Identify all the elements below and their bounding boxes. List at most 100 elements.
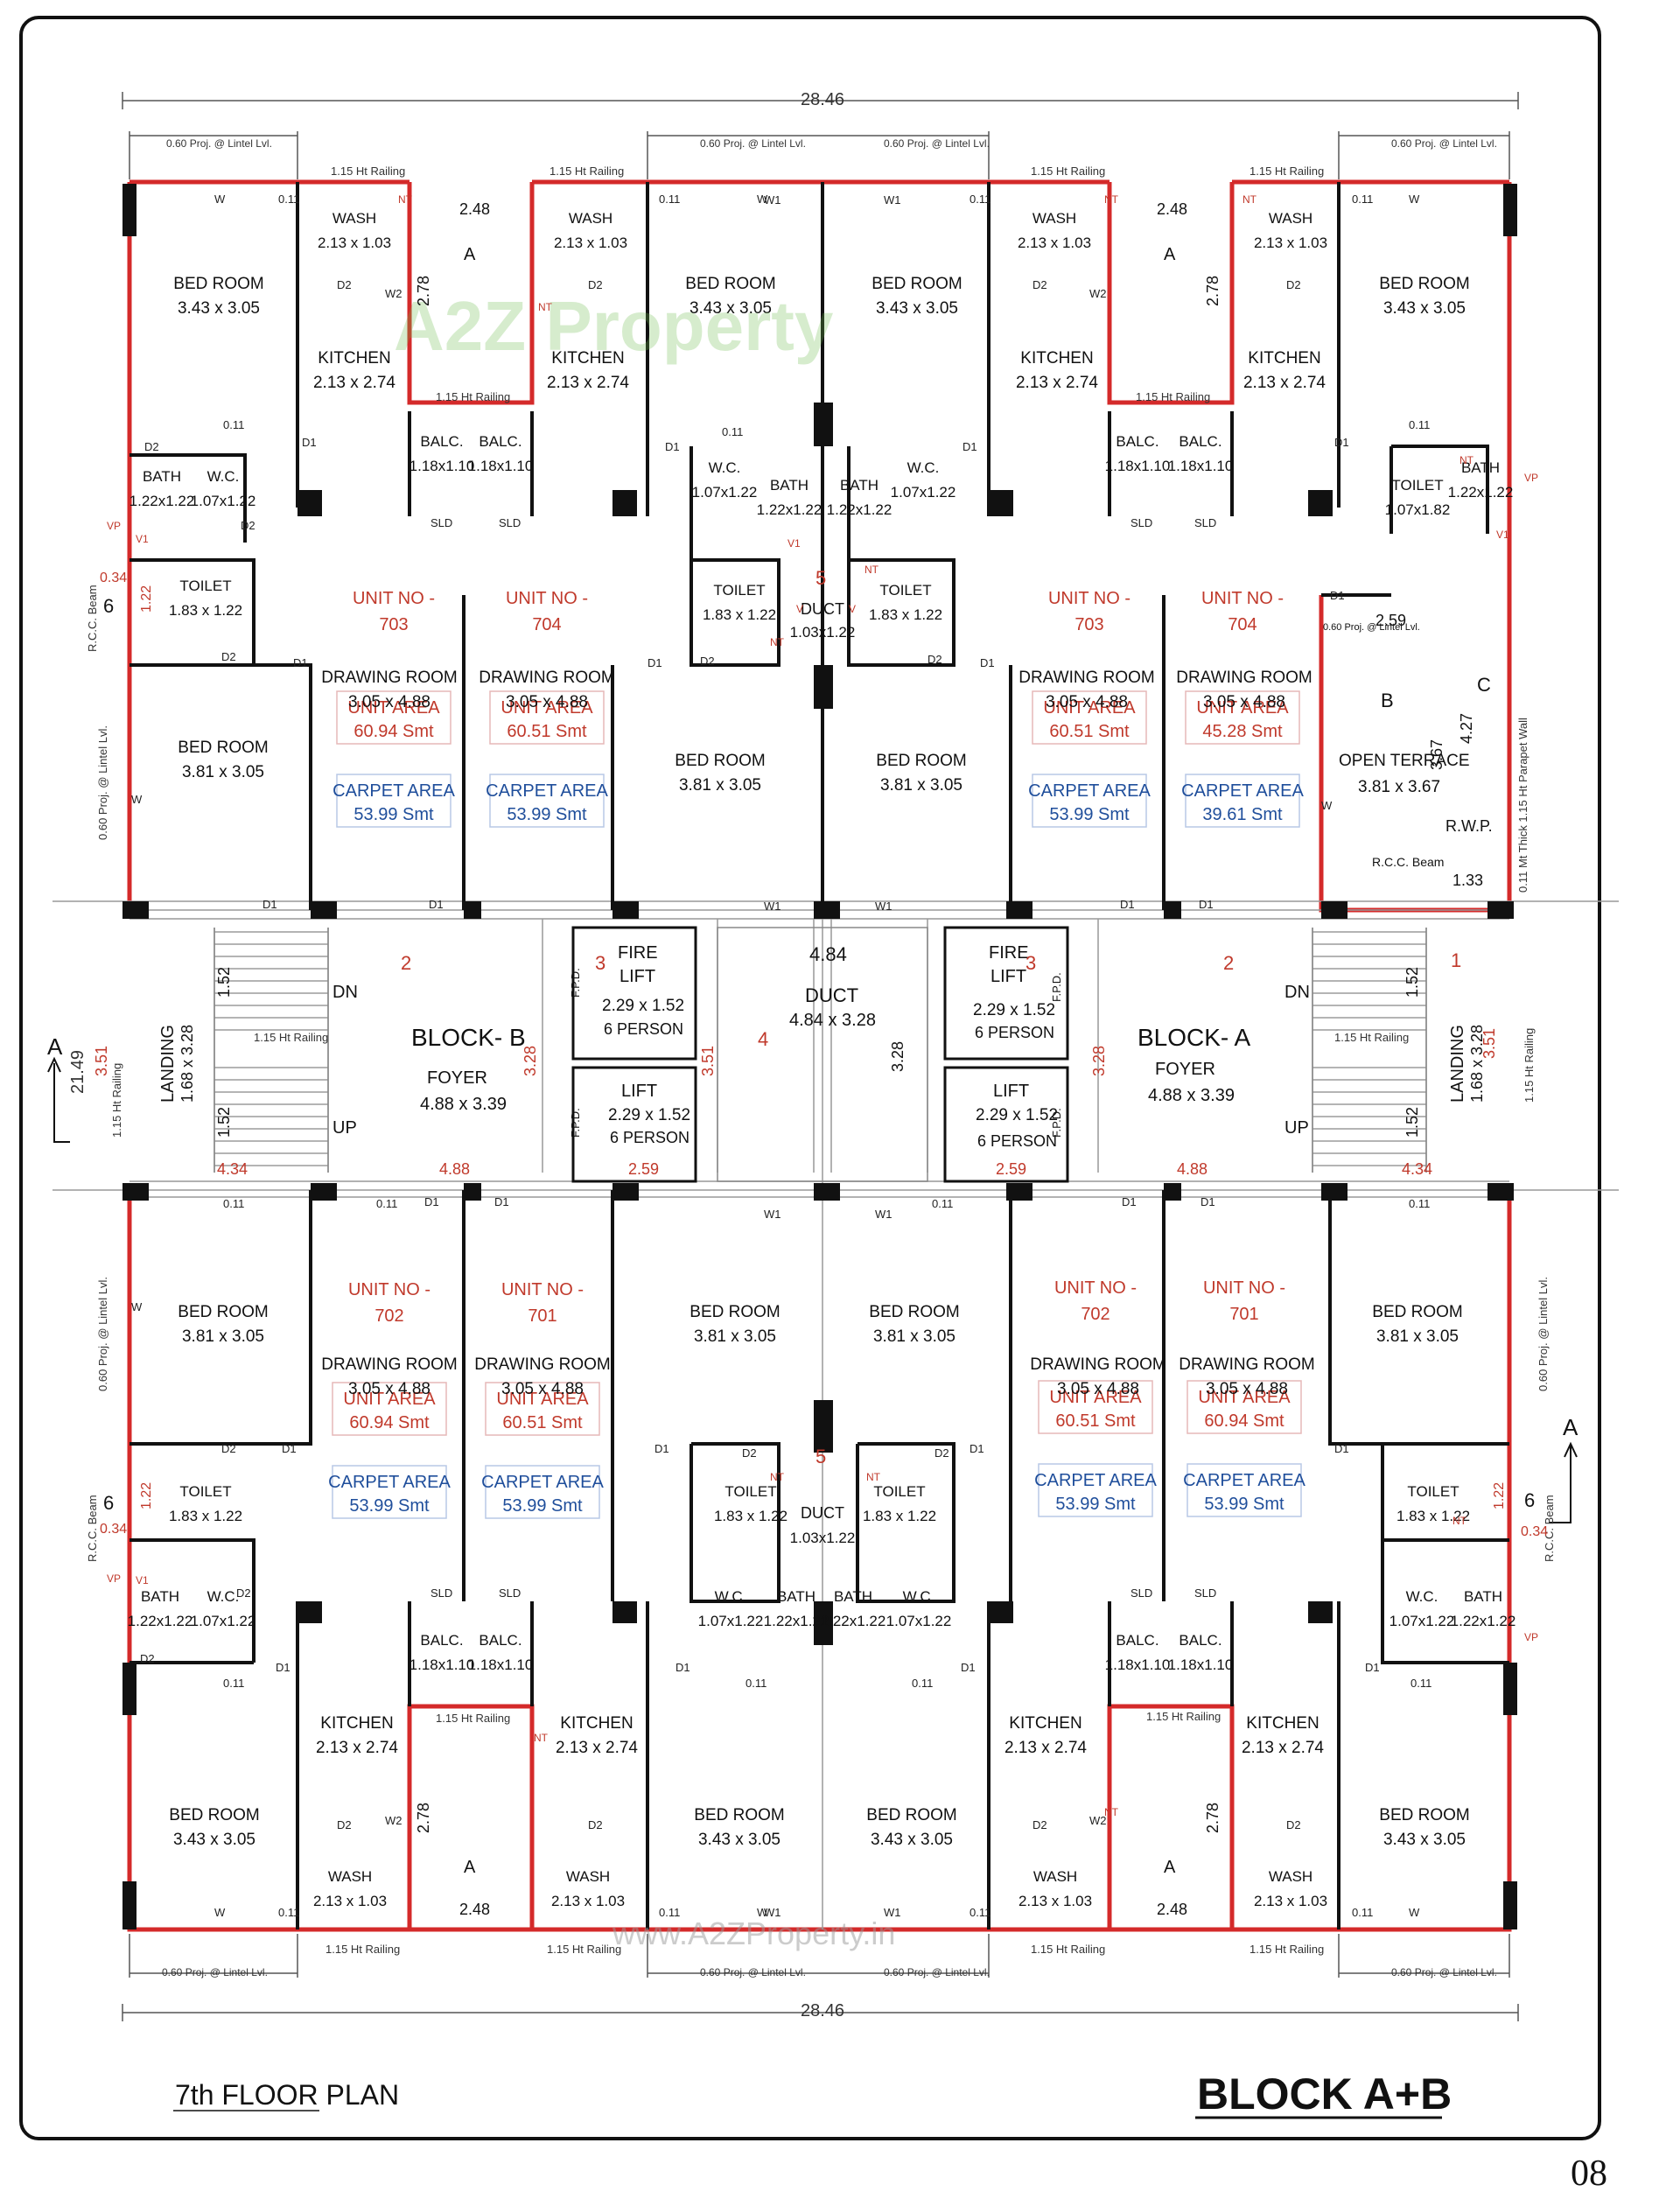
drawing-702-dim: 3.05 x 4.88 xyxy=(348,1380,430,1398)
open-terrace-dim: 3.81 x 3.67 xyxy=(1358,778,1440,796)
opening-label-d1: D1 xyxy=(980,656,995,669)
wash-702b-dim: 2.13 x 1.03 xyxy=(1018,1893,1092,1909)
landing-a-dim: 1.68 x 3.28 xyxy=(1468,1025,1486,1103)
opening-label-d1: D1 xyxy=(1120,898,1135,911)
small-duct-upper-dim: 1.03x1.22 xyxy=(790,624,856,641)
rcc-beam-left-lower: R.C.C. Beam xyxy=(86,1495,99,1562)
opening-label-wall: 0.11 xyxy=(1410,1677,1432,1690)
unit-area-box xyxy=(485,1382,600,1436)
floor-plan-title: 7th FLOOR PLAN xyxy=(175,2079,399,2111)
bath-upper-l-dim: 1.22x1.22 xyxy=(757,501,822,518)
opening-label-nt: NT xyxy=(534,1732,549,1744)
unit-no-label: UNIT NO - xyxy=(506,589,588,608)
kitchen-702-dim: 2.13 x 2.74 xyxy=(316,1739,398,1757)
bath-701b-name: BATH xyxy=(1464,1588,1502,1605)
opening-label-wall: 0.11 xyxy=(1409,418,1430,431)
fire-lift-a-1: FIRE xyxy=(989,943,1029,963)
wash-704b-name: WASH xyxy=(1269,210,1312,227)
unit-no-label: UNIT NO - xyxy=(1048,589,1130,608)
carpet-area-label: CARPET AREA xyxy=(332,781,455,801)
carpet-area-box xyxy=(1032,774,1147,828)
bath-lower-l-dim: 1.22x1.22 xyxy=(764,1613,830,1629)
opening-label-wall: 0.11 xyxy=(278,1906,299,1919)
opening-label-v1: V1 xyxy=(1496,529,1509,541)
opening-label-d1: D1 xyxy=(494,1195,509,1208)
bedroom-703-dim: 3.43 x 3.05 xyxy=(178,299,260,318)
opening-label-nt: NT xyxy=(1452,1515,1467,1527)
drawing-702-name: DRAWING ROOM xyxy=(321,1355,458,1374)
bath-701b-dim: 1.22x1.22 xyxy=(1451,1613,1516,1629)
toilet-upper-l-dim: 1.83 x 1.22 xyxy=(703,606,776,623)
balcony-703b-dim: 1.18x1.10 xyxy=(1105,458,1171,474)
dim-122-lr: 1.22 xyxy=(1492,1482,1507,1509)
wash-703b-dim: 2.13 x 1.03 xyxy=(1018,235,1091,251)
opening-label-nt: NT xyxy=(866,1471,881,1483)
carpet-area-label: CARPET AREA xyxy=(1028,781,1151,801)
opening-label-vp: VP xyxy=(107,520,121,532)
drawing-704b-name: DRAWING ROOM xyxy=(1176,669,1312,687)
toilet-701b-dim: 1.83 x 1.22 xyxy=(1396,1508,1470,1524)
open-terrace-c: C xyxy=(1477,674,1491,696)
opening-label-sld: SLD xyxy=(1130,1586,1152,1600)
opening-label-d2: D2 xyxy=(700,655,715,668)
opening-label-wall: 0.11 xyxy=(722,425,743,438)
bay-a-br: A xyxy=(1164,1858,1176,1877)
block-a-label: BLOCK- A xyxy=(1138,1024,1250,1051)
terrace-dim-259: 2.59 xyxy=(1376,612,1406,629)
opening-label-d1: D1 xyxy=(1334,436,1349,449)
landing-a: LANDING xyxy=(1448,1025,1467,1103)
toilet-upper-r-dim: 1.83 x 1.22 xyxy=(869,606,942,623)
opening-label-w: W xyxy=(757,1906,768,1919)
bath-upper-l-name: BATH xyxy=(770,477,808,494)
opening-label-d1: D1 xyxy=(962,440,977,453)
small-duct-upper: DUCT xyxy=(801,600,844,618)
opening-label-w1: W1 xyxy=(875,1208,892,1221)
opening-label-d1: D1 xyxy=(429,898,444,911)
railing-b2: 1.15 Ht Railing xyxy=(547,1943,621,1956)
duct-width: 4.84 xyxy=(809,943,847,965)
wc-703-name: W.C. xyxy=(207,468,240,485)
bedroom-704b-dim: 3.43 x 3.05 xyxy=(876,299,958,318)
carpet-area-value: 53.99 Smt xyxy=(1049,805,1130,824)
drawing-701b-name: DRAWING ROOM xyxy=(1179,1355,1315,1374)
core-n4: 4 xyxy=(758,1028,768,1050)
toilet-upper-l-name: TOILET xyxy=(713,582,765,599)
wash-704-name: WASH xyxy=(569,210,612,227)
opening-label-nt: NT xyxy=(1104,1806,1119,1818)
opening-label-wall: 0.11 xyxy=(746,1677,766,1690)
lintel-label-bl: 0.60 Proj. @ Lintel Lvl. xyxy=(162,1966,268,1978)
balcony-702-name: BALC. xyxy=(420,1632,463,1649)
opening-label-w: W xyxy=(214,193,226,206)
bedroom-701-2-name: BED ROOM xyxy=(690,1303,780,1321)
stair-b-up: UP xyxy=(332,1118,357,1138)
wc-upper-r-dim: 1.07x1.22 xyxy=(891,484,956,501)
wc-701b-dim: 1.07x1.22 xyxy=(1390,1613,1455,1629)
unit-no-label: UNIT NO - xyxy=(1203,1278,1285,1298)
bay-a-tr: A xyxy=(1164,245,1176,264)
kitchen-703-dim: 2.13 x 2.74 xyxy=(313,374,396,392)
dim-depth-b: 3.28 xyxy=(522,1046,539,1076)
bedroom-704a-name: BED ROOM xyxy=(685,275,775,293)
stair-dims: 1.52 1.52 1.52 1.52 xyxy=(215,967,1421,1138)
core-structure xyxy=(571,926,1069,1183)
opening-label-d1: D1 xyxy=(648,656,662,669)
lift-b-dim: 2.29 x 1.52 xyxy=(608,1106,690,1124)
opening-label-d2: D2 xyxy=(934,1446,949,1460)
lift-a-1: LIFT xyxy=(993,1082,1029,1101)
bay-278-tl: 2.78 xyxy=(415,276,432,306)
opening-label-w2: W2 xyxy=(1089,1814,1107,1827)
bedroom-704-2-dim: 3.81 x 3.05 xyxy=(679,776,761,795)
bedroom-701a-dim: 3.43 x 3.05 xyxy=(698,1831,780,1849)
unit-area-value: 45.28 Smt xyxy=(1202,722,1283,741)
opening-label-wall: 0.11 xyxy=(278,193,299,206)
bedroom-701b-2-dim: 3.81 x 3.05 xyxy=(1376,1327,1459,1346)
bay-278-br: 2.78 xyxy=(1204,1803,1222,1833)
bath-lower-r-name: BATH xyxy=(834,1588,872,1605)
railing-t2: 1.15 Ht Railing xyxy=(550,165,624,178)
carpet-area-value: 53.99 Smt xyxy=(349,1496,430,1516)
bay-278-tr: 2.78 xyxy=(1204,276,1222,306)
carpet-area-box xyxy=(1038,1463,1153,1517)
opening-label-sld: SLD xyxy=(430,1586,452,1600)
opening-label-sld: SLD xyxy=(499,1586,521,1600)
parapet-label: 0.11 Mt Thick 1.15 Ht Parapet Wall xyxy=(1516,718,1530,893)
